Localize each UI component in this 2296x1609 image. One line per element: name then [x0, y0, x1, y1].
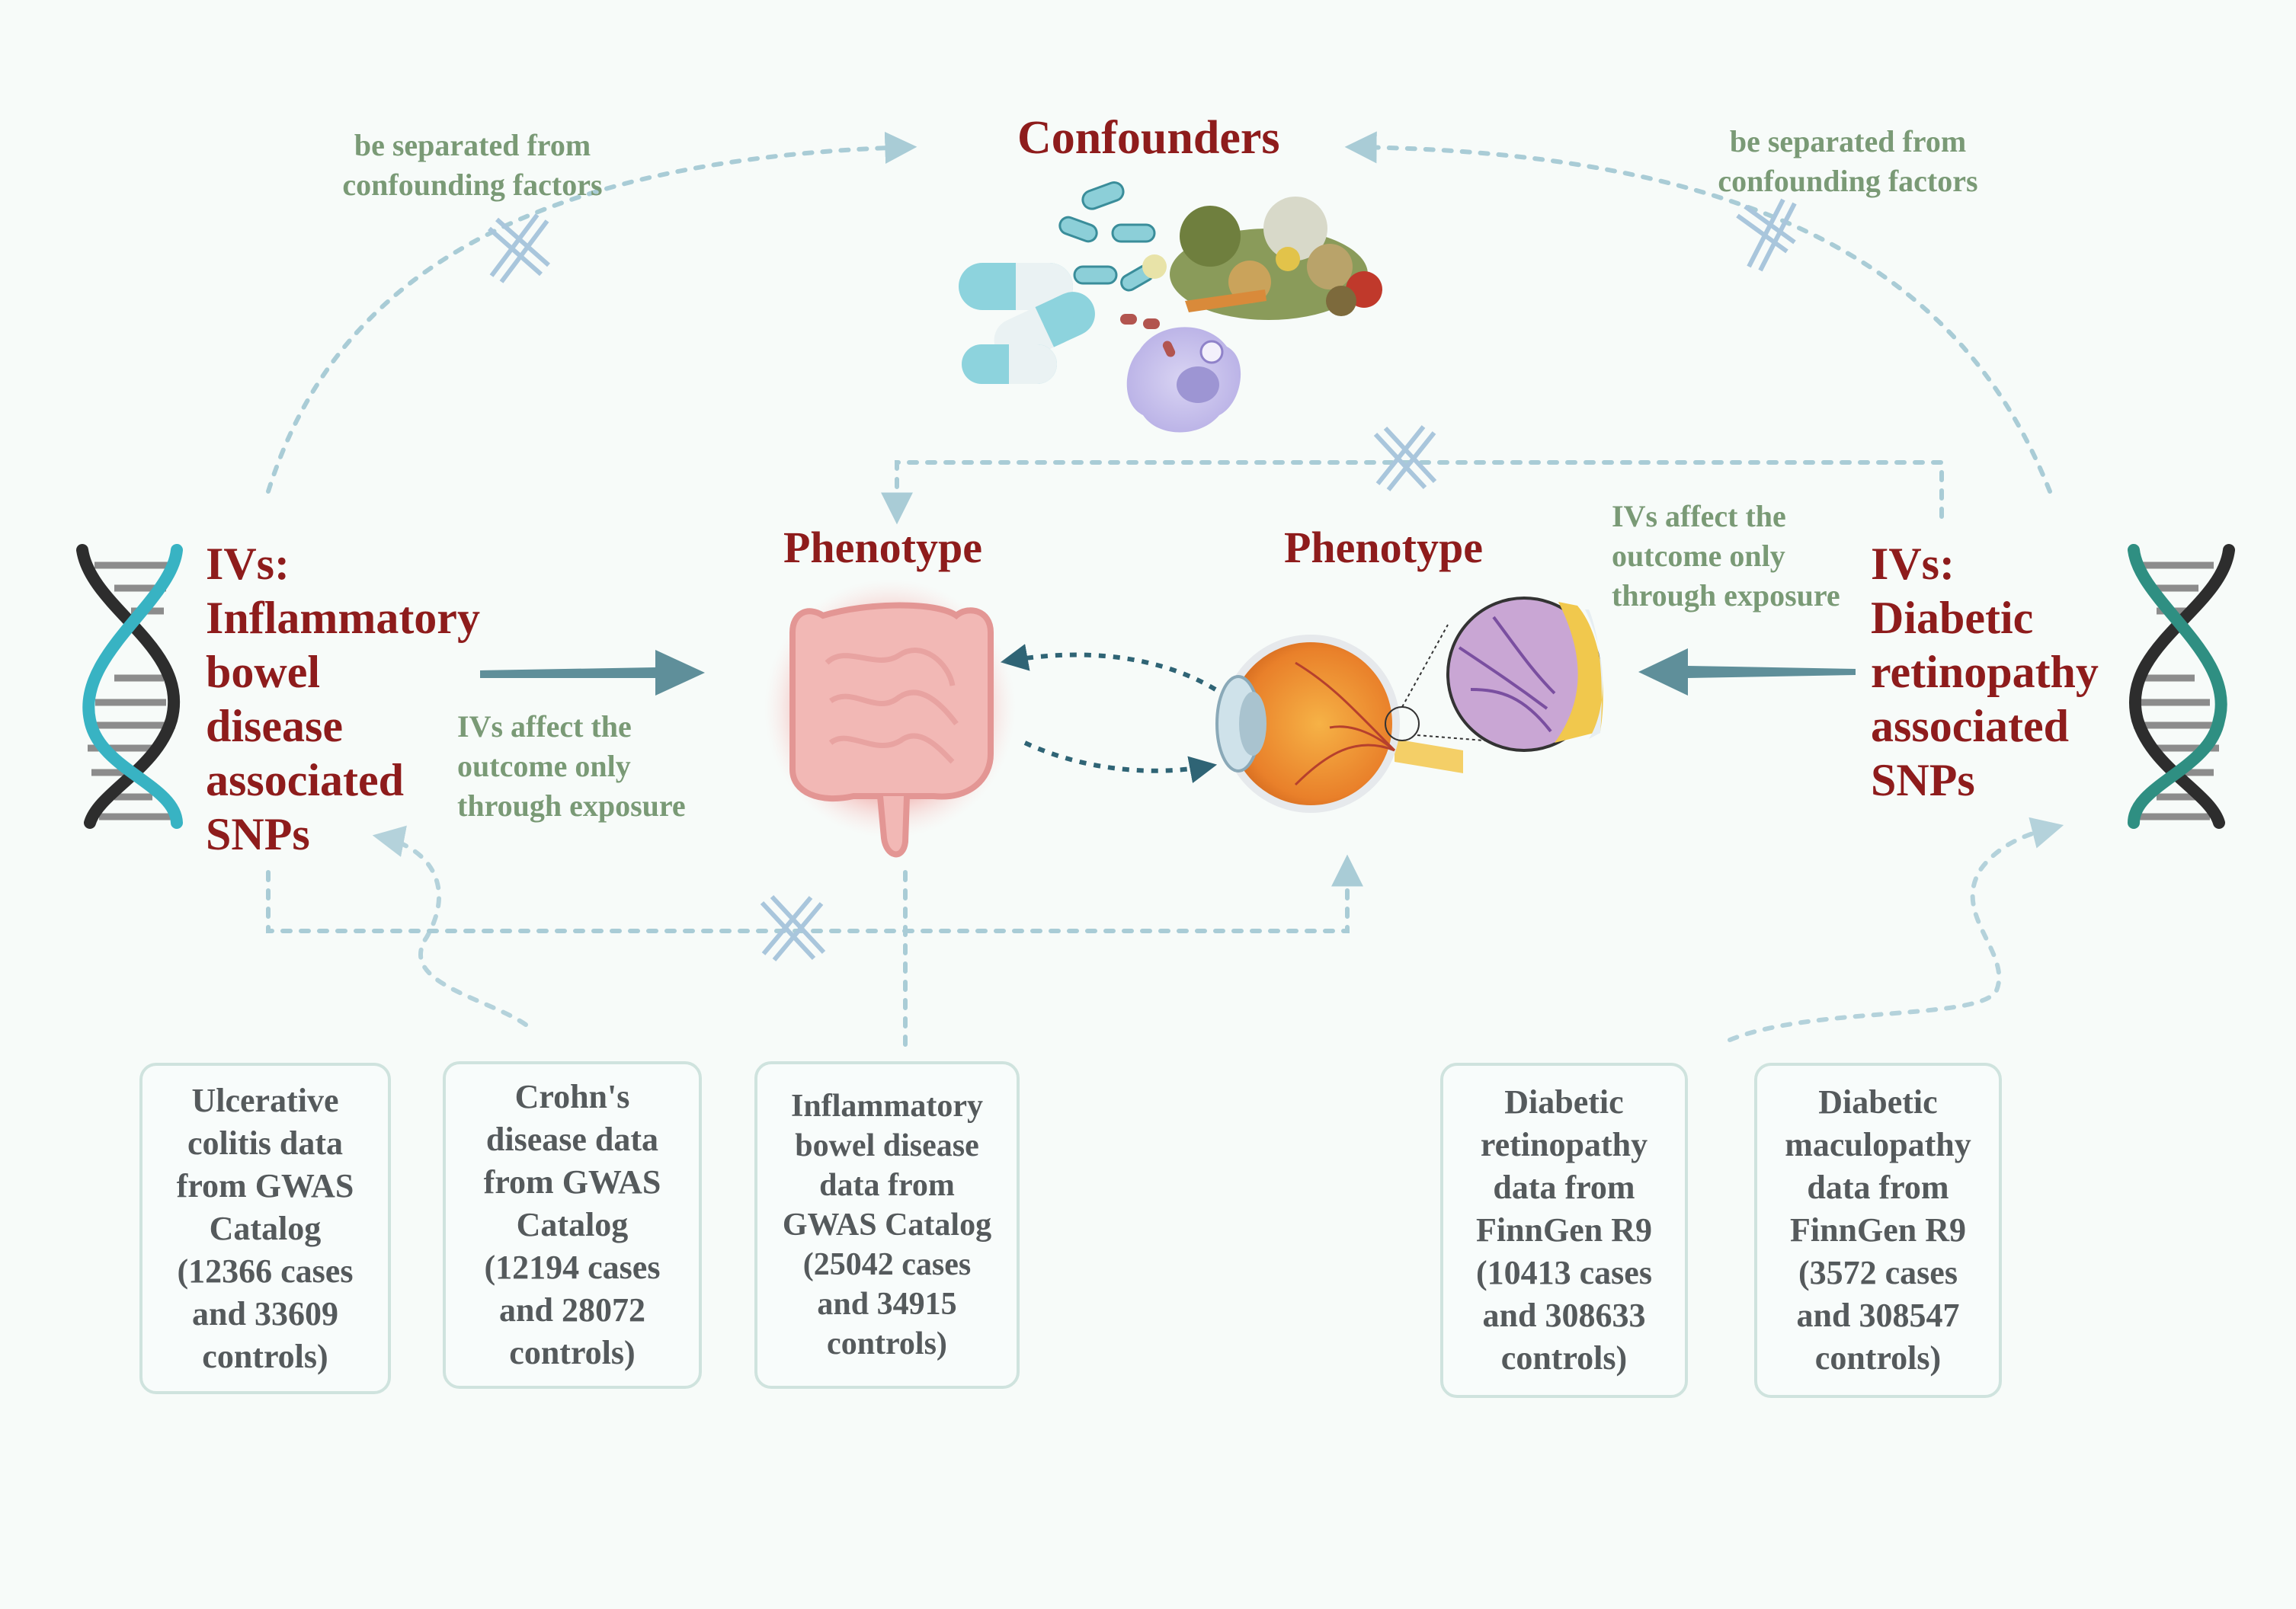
- phenotype-label-eye: Phenotype: [1284, 523, 1483, 572]
- eye-icon: [1215, 597, 1603, 813]
- right-to-confounders-line: [1344, 131, 2052, 494]
- separation-note-right: be separated from confounding factors: [1718, 124, 1978, 198]
- confounders-title: Confounders: [1017, 112, 1280, 164]
- capsule-icon: [959, 263, 1073, 310]
- data-box-ulcerative-colitis: Ulcerative colitis data from GWAS Catalo…: [139, 1063, 391, 1394]
- cross-mark-top: [1373, 425, 1437, 491]
- dna-helix-right-icon: [2128, 544, 2235, 829]
- snp-ibd-to-eye-line: [266, 854, 1363, 933]
- ivs-dr-label: IVs: Diabetic retinopathy associated SNP…: [1871, 539, 2099, 805]
- left-boxes-to-snp-line: [372, 825, 528, 1027]
- right-boxes-to-snp-line: [1728, 817, 2064, 1042]
- data-box-ibd: Inflammatory bowel disease data from GWA…: [754, 1061, 1020, 1389]
- intestine-icon: [764, 579, 1016, 858]
- exclusion-note-right: IVs affect the outcome only through expo…: [1612, 499, 1840, 613]
- phenotype-label-gut: Phenotype: [783, 523, 982, 572]
- capsule-icon: [962, 344, 1057, 384]
- eye-to-gut-arrow: [1000, 644, 1217, 692]
- food-pile-icon: [1142, 197, 1382, 320]
- confounders-illustration: [959, 181, 1382, 433]
- ivs-ibd-label: IVs: Inflammatory bowel disease associat…: [206, 539, 480, 859]
- retina-zoom-icon: [1446, 597, 1603, 752]
- left-to-confounders-line: [266, 131, 917, 494]
- ibd-to-gut-arrow: [480, 650, 705, 696]
- immune-cell-icon: [1126, 327, 1241, 433]
- dr-to-eye-arrow: [1638, 648, 1856, 696]
- data-box-diabetic-maculopathy: Diabetic maculopathy data from FinnGen R…: [1754, 1063, 2002, 1398]
- data-box-crohns-disease: Crohn's disease data from GWAS Catalog (…: [443, 1061, 702, 1389]
- gut-to-eye-arrow: [1023, 741, 1218, 783]
- cross-mark-bottom: [760, 894, 826, 961]
- exclusion-note-left: IVs affect the outcome only through expo…: [457, 709, 686, 823]
- separation-note-left: be separated from confounding factors: [342, 128, 603, 202]
- dna-helix-left-icon: [76, 544, 183, 829]
- bacteria-icon: [1058, 181, 1156, 292]
- data-box-diabetic-retinopathy: Diabetic retinopathy data from FinnGen R…: [1440, 1063, 1688, 1398]
- cross-mark-left: [488, 213, 550, 283]
- cross-mark-right: [1736, 198, 1797, 272]
